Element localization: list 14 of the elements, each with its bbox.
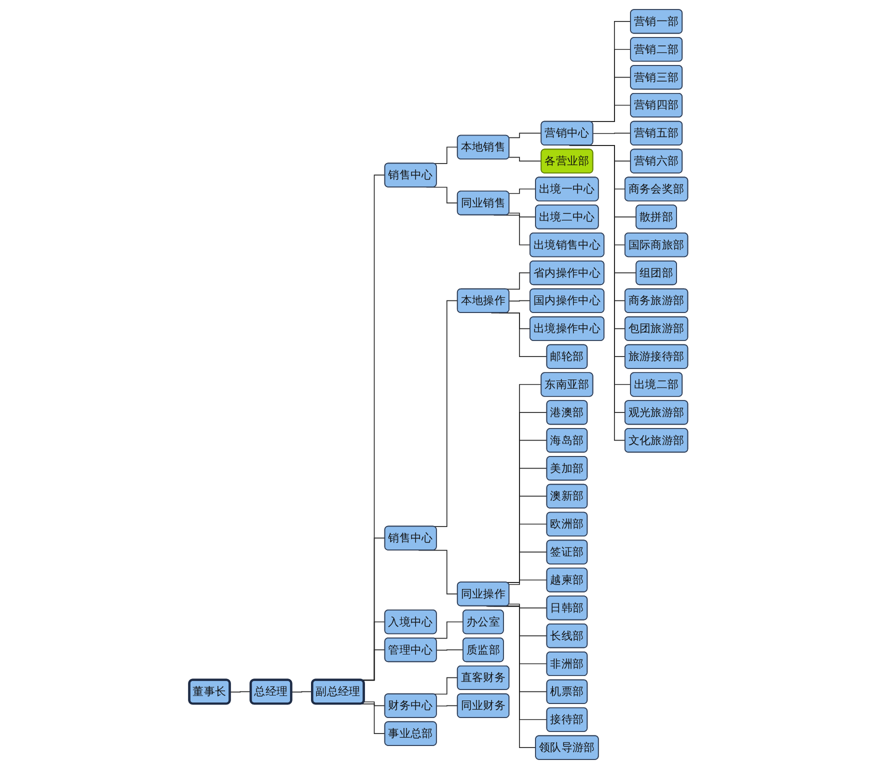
- connector: [230, 691, 252, 692]
- connector: [291, 691, 313, 692]
- connector: [508, 212, 536, 218]
- connector: [592, 132, 632, 134]
- connector: [363, 701, 386, 706]
- connector: [436, 649, 464, 651]
- connector: [508, 132, 542, 138]
- connector: [486, 606, 536, 748]
- connector: [508, 604, 548, 609]
- connector: [508, 580, 548, 585]
- connector: [508, 188, 536, 194]
- connector: [436, 705, 458, 706]
- connector: [508, 156, 542, 162]
- connector: [508, 300, 531, 302]
